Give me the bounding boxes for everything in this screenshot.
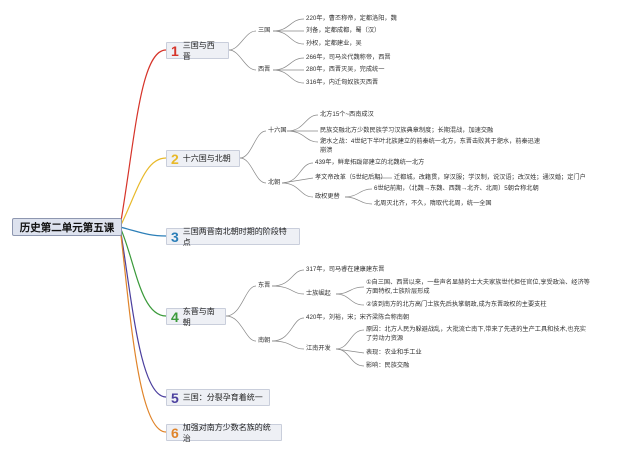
branch-3-label: 三国两晋南北朝时期的阶段特点 xyxy=(182,226,287,247)
node-regime-change: 政权更替 xyxy=(315,193,340,200)
branch-1-number: 1 xyxy=(171,42,179,59)
jiangnan-item: 了劳动力资源 xyxy=(366,335,404,342)
regime-item: 北周灭北齐，不久，隋取代北周，统一全国 xyxy=(374,200,492,207)
root-node: 历史第二单元第五课 xyxy=(12,218,122,236)
sanguo-item: 孙权，定都建业，吴 xyxy=(306,40,362,47)
sanguo-item: 刘备，定都成都，蜀（汉） xyxy=(306,27,381,34)
node-sanguo: 三国 xyxy=(258,27,271,34)
shizu-item: 方面特权,士族阶层形成 xyxy=(366,288,430,295)
branch-1-label: 三国与西晋 xyxy=(182,40,215,61)
branch-3: 3 三国两晋南北朝时期的阶段特点 xyxy=(166,226,300,247)
node-xiaowendi-reform: 孝文帝改革（5世纪后期） xyxy=(315,174,387,181)
branch-1: 1 三国与西晋 xyxy=(166,40,229,61)
node-dongjin: 东晋 xyxy=(258,282,271,289)
shizu-item: ②该到南方的北方高门士族先后执掌朝政,成为东晋政权的主要支柱 xyxy=(366,301,547,308)
xijin-item: 266年，司马炎代魏称帝，西晋 xyxy=(306,54,391,61)
branch-4: 4 东晋与南朝 xyxy=(166,306,226,327)
branch-6-label: 加强对南方少数名族的统治 xyxy=(182,422,271,443)
shizu-item: ①自三国、西晋以来，一些声名显赫的士大夫家族世代担任官位,享受政治、经济等 xyxy=(366,279,590,286)
sll-item: 民族交融北方少数民族学习汉族典章制度；长期混战，加速交融 xyxy=(320,127,494,134)
regime-item: 6世纪前期，（北魏→东魏、西魏→北齐、北周）5朝合称北朝 xyxy=(374,185,539,192)
branch-5: 5 三国：分裂孕育着统一 xyxy=(166,389,270,406)
connector-branch-2 xyxy=(119,157,167,228)
branch-6-number: 6 xyxy=(171,424,179,441)
reform-detail: 迁都城，改籍贯，穿汉服；学汉制，说汉语；改汉姓；通汉婚；定门户 xyxy=(394,174,586,181)
branch-3-number: 3 xyxy=(171,228,179,245)
branch-2: 2 十六国与北朝 xyxy=(166,150,240,167)
node-xijin: 西晋 xyxy=(258,66,271,73)
xijin-item: 316年，内迁匈奴族灭西晋 xyxy=(306,79,379,86)
branch-5-number: 5 xyxy=(171,389,179,406)
connector-branch-4 xyxy=(119,226,167,317)
node-beichao: 北朝 xyxy=(268,179,281,186)
jiangnan-item: 原因：北方人民为躲避战乱，大批流亡南下,带来了先进的生产工具和技术,也充实 xyxy=(366,326,586,333)
branch-4-label: 东晋与南朝 xyxy=(182,306,215,327)
connector-branch-1 xyxy=(119,49,167,228)
node-shiliuguo: 十六国 xyxy=(268,127,287,134)
branch-5-label: 三国：分裂孕育着统一 xyxy=(182,393,263,402)
nanchao-item: 420年，刘裕，宋；宋齐梁陈合称南朝 xyxy=(306,314,410,321)
connector-branch-6 xyxy=(119,226,167,433)
sll-item: 崩溃 xyxy=(320,147,333,154)
xijin-item: 280年，西晋灭吴，完成统一 xyxy=(306,66,385,73)
connector-branch-3 xyxy=(119,226,167,237)
node-nanchao: 南朝 xyxy=(258,337,271,344)
connector-branch-5 xyxy=(119,226,167,398)
sll-item: 淝水之战：4世纪下半叶北族建立的前秦统一北方，东晋击败其于淝水，前秦迅速 xyxy=(320,138,541,145)
branch-2-label: 十六国与北朝 xyxy=(182,154,231,163)
beichao-item: 439年，鲜卑拓跋部建立的北魏统一北方 xyxy=(315,159,425,166)
node-jiangnan-dev: 江南开发 xyxy=(306,345,331,352)
dongjin-item: 317年，司马睿在建康建东晋 xyxy=(306,266,385,273)
node-shizu-rise: 士族崛起 xyxy=(306,290,331,297)
branch-4-number: 4 xyxy=(171,308,179,325)
jiangnan-item: 影响：民族交融 xyxy=(366,362,410,369)
branch-6: 6 加强对南方少数名族的统治 xyxy=(166,422,282,443)
sll-item: 北方15个~西南成汉 xyxy=(320,111,374,118)
sanguo-item: 220年，曹丕称帝，定都洛阳，魏 xyxy=(306,15,397,22)
jiangnan-item: 表现：农业和手工业 xyxy=(366,349,422,356)
branch-2-number: 2 xyxy=(171,150,179,167)
